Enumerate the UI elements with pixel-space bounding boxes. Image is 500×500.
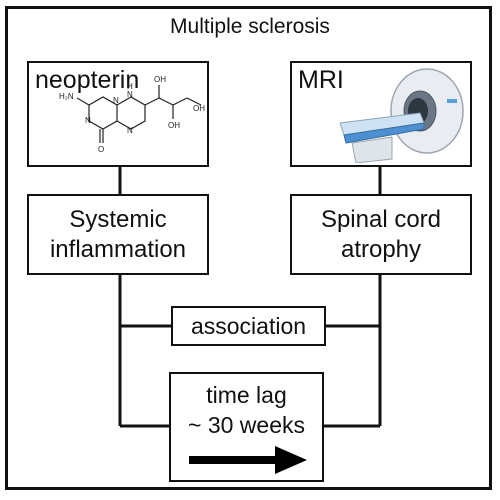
time-lag-box: time lag ~ 30 weeks: [169, 372, 324, 482]
systemic-inflammation-line2: inflammation: [49, 236, 187, 263]
systemic-inflammation-line1: Systemic: [69, 206, 167, 233]
spinal-cord-atrophy-line2: atrophy: [340, 236, 422, 263]
mri-box: MRI: [290, 61, 472, 167]
neopterin-atom-n1: N: [85, 116, 91, 125]
diagram-title: Multiple sclerosis: [170, 15, 330, 38]
neopterin-atom-n2: N: [113, 96, 119, 105]
neopterin-structure-icon: H₂N N N H N N O OH OH OH: [59, 75, 205, 154]
neopterin-atom-nh2: H₂N: [59, 92, 74, 101]
time-lag-line2: ~ 30 weeks: [188, 412, 305, 438]
arrow-right-icon: [189, 446, 307, 474]
neopterin-atom-oh1: OH: [154, 75, 166, 84]
neopterin-atom-oh3: OH: [193, 104, 205, 113]
association-label: association: [190, 313, 307, 339]
spinal-cord-atrophy-line1: Spinal cord: [320, 206, 442, 233]
neopterin-atom-h: H: [127, 82, 133, 91]
neopterin-atom-oh2: OH: [168, 121, 180, 130]
outer-frame: [5, 6, 492, 490]
systemic-inflammation-box: Systemic inflammation: [27, 194, 209, 275]
neopterin-atom-n4: N: [127, 126, 133, 135]
neopterin-atom-n3: N: [127, 90, 133, 99]
neopterin-box: neopterin H₂N N N H N N O: [27, 61, 209, 167]
neopterin-label: neopterin: [35, 66, 140, 94]
neopterin-atom-o: O: [98, 145, 104, 154]
mri-label: MRI: [298, 66, 344, 94]
association-box: association: [171, 306, 326, 346]
time-lag-line1: time lag: [206, 382, 287, 408]
spinal-cord-atrophy-box: Spinal cord atrophy: [290, 194, 472, 275]
mri-scanner-icon: [339, 68, 464, 163]
